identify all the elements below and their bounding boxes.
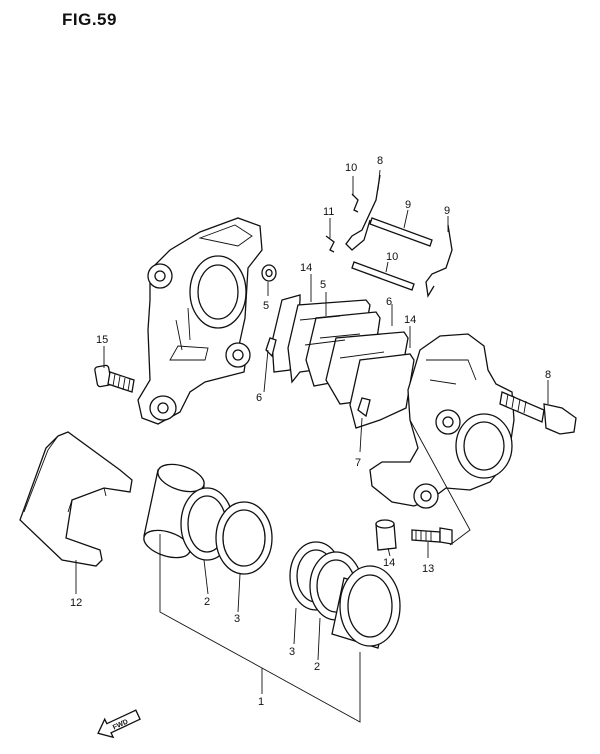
clip-pins — [325, 193, 359, 253]
callout-14: 14 — [300, 262, 312, 274]
piston-seal-left — [215, 501, 273, 575]
pad-holder — [19, 431, 133, 567]
caliper-body — [369, 333, 515, 509]
bleeder-cap — [375, 519, 397, 551]
pad-springs — [345, 174, 453, 298]
callout-2: 2 — [314, 661, 320, 673]
callout-3: 3 — [234, 613, 240, 625]
callout-5: 5 — [320, 279, 326, 291]
callout-13: 14 — [383, 557, 395, 569]
callout-6: 6 — [256, 392, 262, 404]
forward-arrow-icon: FWD — [97, 709, 141, 739]
callout-2: 2 — [204, 596, 210, 608]
callout-14: 14 — [404, 314, 416, 326]
callout-10: 11 — [323, 206, 334, 218]
callout-1: 1 — [258, 696, 264, 708]
callout-5: 6 — [386, 296, 392, 308]
callout-6: 7 — [355, 457, 361, 469]
callout-8: 8 — [377, 155, 383, 167]
caliper-bracket — [137, 217, 263, 425]
figure-title: FIG.59 — [62, 10, 117, 29]
callout-10: 10 — [345, 162, 357, 174]
pad-pins — [351, 217, 433, 291]
caliper-bolt — [499, 391, 577, 435]
bleeder-valve — [411, 527, 453, 545]
washer — [261, 264, 277, 282]
bracket-bolt — [94, 364, 135, 393]
assembly-guide-line — [409, 419, 471, 546]
callout-9: 9 — [405, 199, 411, 211]
callout-9: 10 — [386, 251, 398, 263]
piston-right — [331, 565, 401, 649]
callout-11: 12 — [70, 597, 82, 609]
callout-12: 13 — [422, 563, 434, 575]
callout-8: 9 — [444, 205, 450, 217]
leader-lines — [75, 169, 549, 723]
callout-7: 8 — [545, 369, 551, 381]
callout-3: 3 — [289, 646, 295, 658]
brake-pad-set — [265, 294, 415, 429]
callout-4: 5 — [263, 300, 269, 312]
callout-15: 15 — [96, 334, 108, 346]
